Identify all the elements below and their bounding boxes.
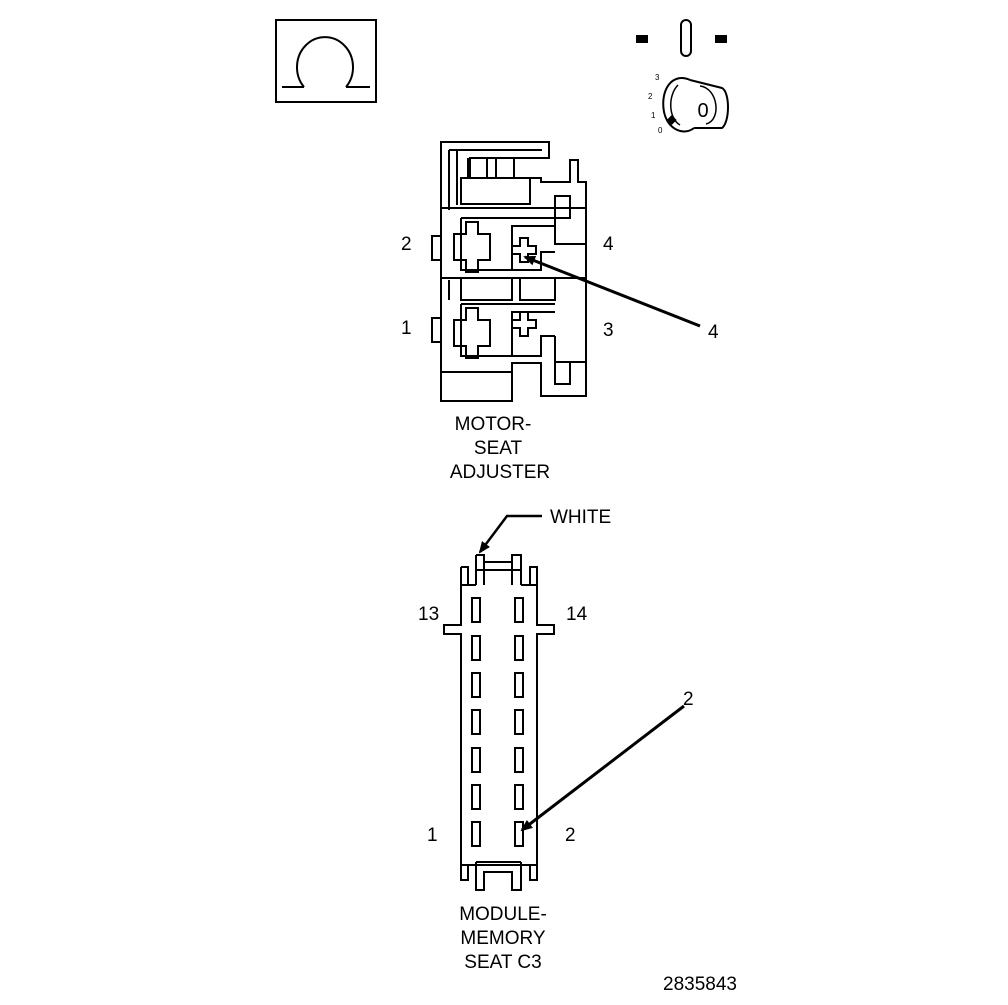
memory-seat-module-c3-connector: 13 14 1 2 WHITE 2 MODULE- MEMORY SEAT C3 — [418, 507, 694, 973]
ohm-symbol: Ω — [326, 69, 327, 71]
motor-pin-3-label: 3 — [603, 320, 614, 341]
motor-caption-line-1: MOTOR- — [455, 414, 532, 435]
module-pin-2-label: 2 — [565, 825, 576, 846]
motor-pin-4-label: 4 — [603, 234, 614, 255]
ohmmeter-icon: Ω — [275, 19, 377, 103]
figure-id: 2835843 — [663, 974, 737, 995]
ignition-position-3: 3 — [655, 73, 660, 82]
module-callout-arrow — [520, 704, 685, 832]
ignition-key-icon — [662, 77, 729, 133]
cavity-row-1 — [471, 821, 524, 847]
module-pin-14-label: 14 — [566, 604, 588, 625]
cavity-row-3 — [471, 747, 524, 773]
motor-callout-label: 4 — [708, 322, 719, 343]
ignition-position-0: 0 — [658, 126, 663, 135]
ignition-position-2: 2 — [648, 92, 653, 101]
motor-pin-2-label: 2 — [401, 234, 412, 255]
cavity-row-5 — [471, 672, 524, 698]
module-pin-1-label: 1 — [427, 825, 438, 846]
motor-caption-line-2: SEAT — [474, 438, 523, 459]
cavity-row-7 — [471, 597, 524, 623]
ignition-position-1: 1 — [651, 111, 656, 120]
module-caption-line-2: MEMORY — [460, 928, 545, 949]
cavity-row-4 — [471, 709, 524, 735]
module-pin-13-label: 13 — [418, 604, 439, 625]
motor-callout-arrow — [523, 255, 701, 328]
white-callout-label: WHITE — [550, 507, 611, 528]
module-caption-line-3: SEAT C3 — [464, 952, 541, 973]
ignition-switch-icon: 3 2 1 0 0 — [636, 19, 729, 135]
cavity-row-6 — [471, 635, 524, 661]
cavity-row-2 — [471, 784, 524, 810]
motor-caption-line-3: ADJUSTER — [450, 462, 550, 483]
module-caption-line-1: MODULE- — [459, 904, 547, 925]
white-callout-leader — [478, 514, 542, 554]
ignition-key-label: 0 — [697, 100, 708, 122]
module-callout-label: 2 — [683, 689, 694, 710]
motor-seat-adjuster-connector: 2 4 1 3 4 MOTOR- SEAT ADJUSTER — [401, 141, 719, 483]
motor-pin-1-label: 1 — [401, 318, 412, 339]
